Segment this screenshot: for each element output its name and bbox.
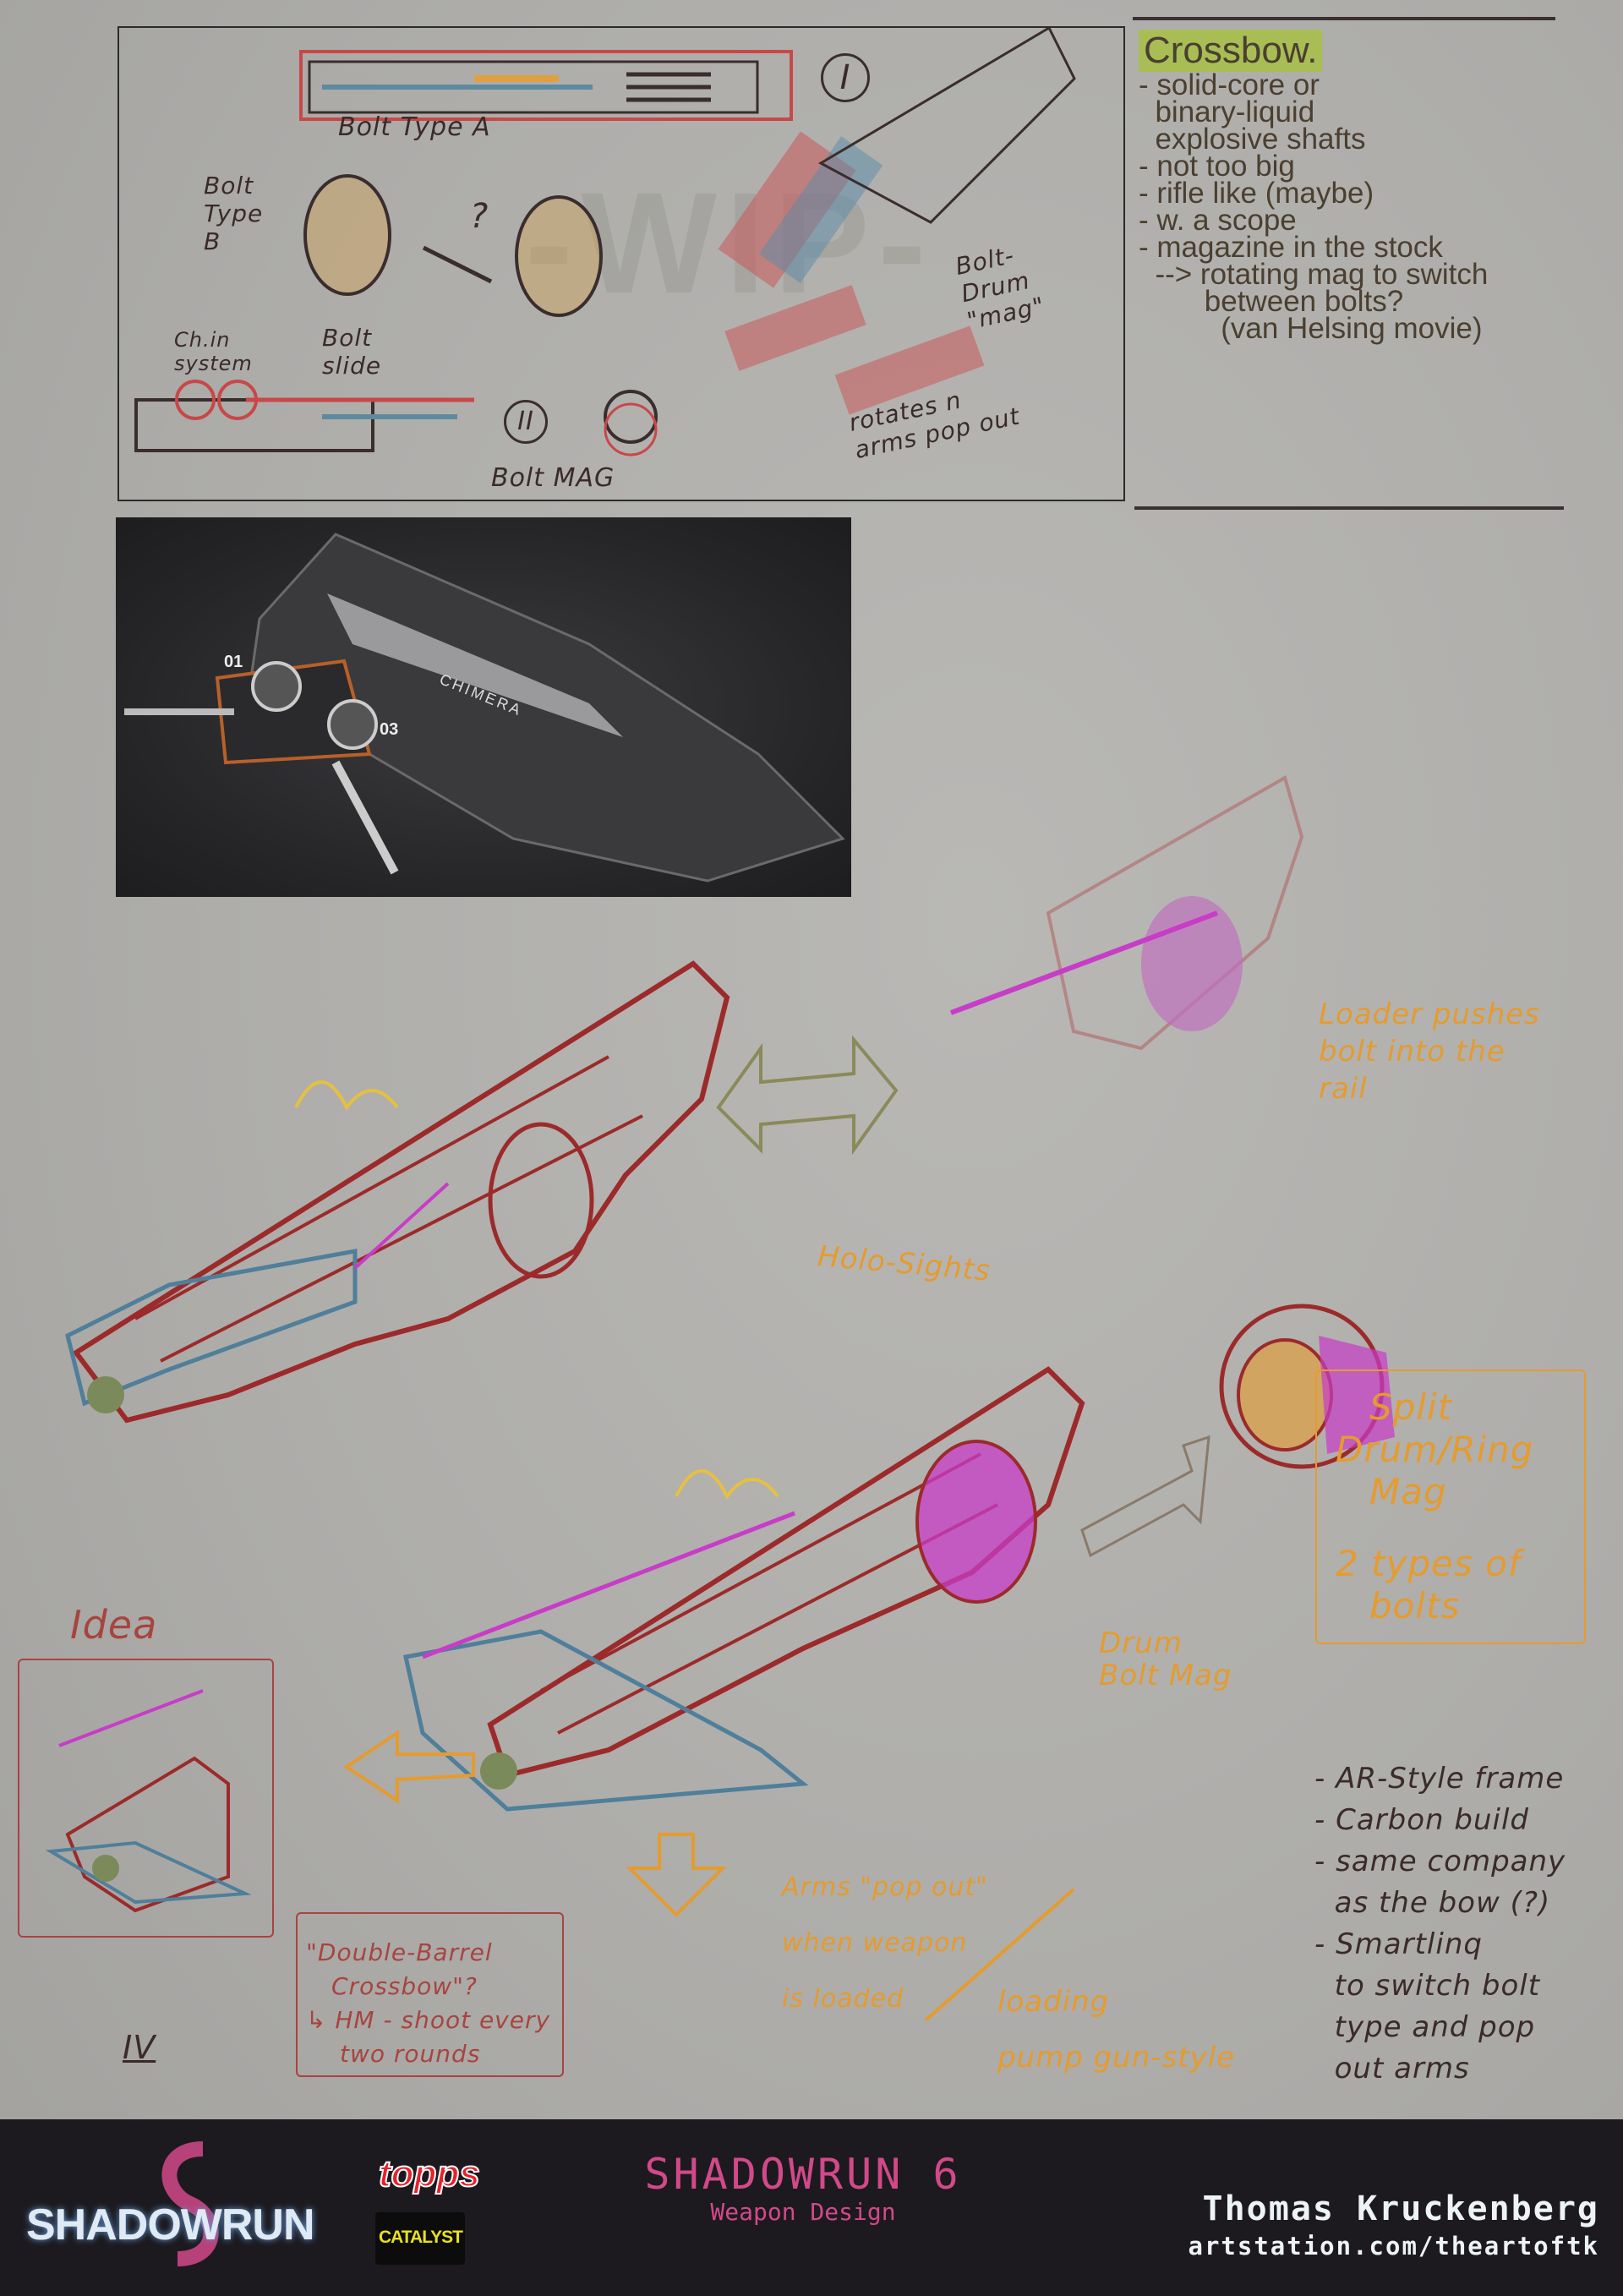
feature-line: - AR-Style frame — [1314, 1762, 1565, 1796]
note-line: - solid-core or — [1139, 68, 1320, 101]
feature-line: type and pop — [1314, 2010, 1536, 2044]
design-notes: Crossbow. - solid-core or binary-liquid … — [1139, 30, 1489, 345]
note-line: binary-liquid — [1139, 96, 1315, 128]
label-bolt-type-b: Bolt Type B — [204, 172, 264, 255]
footer-subtitle: Weapon Design — [710, 2198, 896, 2226]
annotation-loader: Loader pushes bolt into the rail — [1319, 996, 1540, 1107]
artist-name: Thomas Kruckenberg — [1202, 2189, 1599, 2228]
annotation-line: Drum/Ring — [1336, 1429, 1534, 1470]
annotation-line: loading — [997, 1985, 1110, 2019]
footer-title: SHADOWRUN 6 — [644, 2150, 962, 2199]
split-drum-sketch — [1219, 1304, 1395, 1469]
notes-top-rule — [1133, 17, 1555, 20]
crossbow-sketch-lower — [402, 1366, 1085, 1812]
idea-box — [18, 1659, 274, 1938]
bolt-drum-b-sketch — [303, 174, 391, 296]
arms-sketch-1 — [718, 131, 883, 288]
annotation-idea: Idea — [70, 1602, 158, 1648]
notes-title: Crossbow. — [1139, 30, 1323, 72]
annotation-line: Mag — [1369, 1471, 1447, 1512]
side-view-sketch — [308, 60, 759, 114]
artist-url[interactable]: artstation.com/theartoftk — [1188, 2232, 1599, 2260]
label-roman-1: I — [821, 53, 870, 102]
wip-sketch-panel: -WIP- Bolt Type A Bolt Type B ? I Bolt-D… — [117, 26, 1125, 501]
side-view-sketch-frame — [299, 50, 793, 121]
annotation-drum-bolt-mag: Drum Bolt Mag — [1099, 1627, 1232, 1692]
feature-line: - same company — [1314, 1845, 1566, 1878]
annotation-two-types: 2 types of bolts — [1336, 1543, 1522, 1627]
crossbow-3d-render: CHIMERA 01 03 — [116, 517, 851, 897]
bolt-drum-a-sketch — [515, 195, 603, 317]
feature-line: to switch bolt — [1314, 1969, 1541, 2003]
topps-logo: topps — [378, 2152, 481, 2195]
notes-bottom-rule — [1134, 506, 1564, 510]
loader-rail-line — [949, 910, 1219, 1015]
annotation-line: 2 types of — [1336, 1543, 1522, 1584]
annotation-roman-4: IV — [123, 2029, 156, 2066]
label-chain-system: Ch.in system — [174, 328, 253, 375]
feature-line: - Smartlinq — [1314, 1927, 1483, 1961]
note-line: - magazine in the stock — [1139, 231, 1443, 264]
annotation-loading: loading pump gun-style — [997, 1974, 1235, 2086]
render-crossbow-image — [124, 533, 845, 883]
label-bolt-slide: Bolt slide — [322, 324, 382, 380]
double-barrel-box — [296, 1912, 564, 2077]
feature-line: - Carbon build — [1314, 1803, 1529, 1837]
note-line: between bolts? — [1139, 285, 1404, 318]
catalyst-logo-text: CATALYST — [379, 2228, 463, 2247]
note-line: - w. a scope — [1139, 204, 1297, 237]
note-line: - not too big — [1139, 150, 1295, 183]
annotation-line: pump gun-style — [997, 2041, 1236, 2075]
annotation-line: ↳ HM - shoot every — [306, 2006, 551, 2034]
note-line: explosive shafts — [1139, 123, 1366, 156]
annotation-line: bolts — [1369, 1585, 1461, 1626]
loader-sketch — [1046, 774, 1304, 1051]
down-arrow — [626, 1833, 727, 1917]
annotation-line: "Double-Barrel — [306, 1938, 493, 1966]
transform-arrow — [716, 1035, 899, 1156]
annotation-double-barrel: "Double-Barrel Crossbow"? ↳ HM - shoot e… — [306, 1936, 550, 2071]
catalyst-logo: CATALYST — [375, 2212, 465, 2265]
annotation-line: Crossbow"? — [331, 1972, 478, 2000]
shadowrun-dragon-emblem — [161, 2141, 219, 2266]
label-question: ? — [470, 197, 489, 236]
footer-bar: SHADOWRUN topps CATALYST SHADOWRUN 6 Wea… — [0, 2119, 1623, 2296]
note-line: - rifle like (maybe) — [1139, 177, 1374, 210]
drum-arrow — [1080, 1435, 1210, 1558]
render-marker-01: 01 — [224, 653, 243, 671]
label-bolt-mag: Bolt MAG — [491, 463, 615, 493]
split-drum-note-box — [1315, 1369, 1586, 1644]
label-roman-2: II — [504, 400, 548, 444]
annotation-line: when weapon — [782, 1928, 968, 1958]
slash-divider — [924, 1888, 1075, 2022]
annotation-line: is loaded — [782, 1984, 904, 2014]
arms-arrow — [343, 1730, 475, 1804]
annotation-line: Loader pushes — [1319, 998, 1540, 1031]
note-line: (van Helsing movie) — [1139, 312, 1483, 345]
crossbow-sketch-upper — [65, 960, 730, 1424]
annotation-line: Arms "pop out" — [782, 1872, 988, 1902]
annotation-line: rail — [1319, 1072, 1368, 1106]
render-marker-03: 03 — [380, 720, 399, 739]
wip-sketches — [134, 28, 1076, 456]
feature-list: - AR-Style frame - Carbon build - same com… — [1314, 1758, 1566, 2090]
shadowrun-logo: SHADOWRUN — [26, 2200, 315, 2250]
arms-sketch-2 — [724, 285, 985, 415]
annotation-line: Drum — [1099, 1626, 1183, 1660]
note-line: --> rotating mag to switch — [1139, 258, 1489, 291]
annotation-line: Split — [1369, 1386, 1453, 1428]
annotation-line: two rounds — [340, 2040, 481, 2068]
feature-line: out arms — [1314, 2052, 1470, 2086]
annotation-line: bolt into the — [1319, 1035, 1506, 1069]
feature-line: as the bow (?) — [1314, 1886, 1551, 1920]
main-crossbow-sketches — [45, 774, 1395, 2022]
label-bolt-type-a: Bolt Type A — [338, 112, 491, 142]
idea-sketch — [45, 1689, 252, 1913]
annotation-split-drum: Split Drum/Ring Mag — [1336, 1386, 1533, 1513]
annotation-arms-pop-out: Arms "pop out" when weapon is loaded — [782, 1860, 988, 2027]
annotation-line: Bolt Mag — [1099, 1659, 1232, 1692]
